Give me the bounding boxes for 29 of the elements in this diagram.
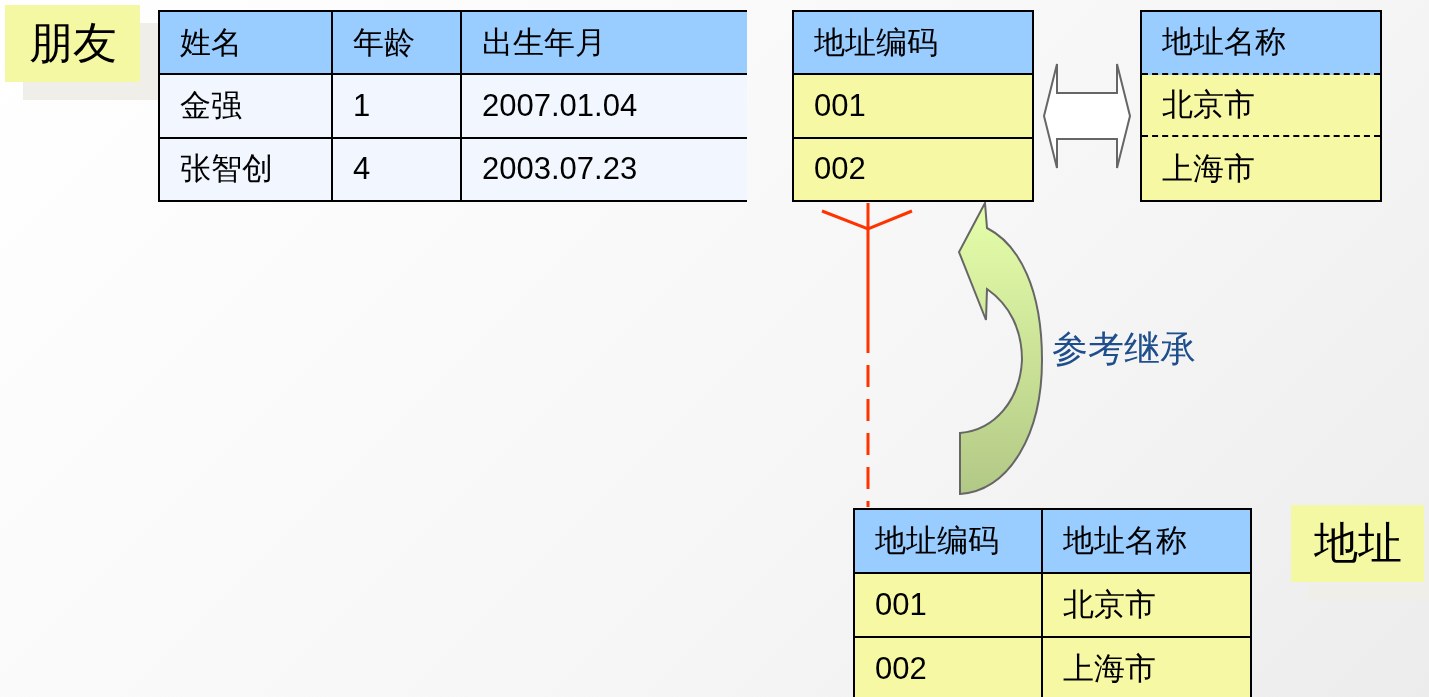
header-cell: 姓名: [160, 12, 331, 74]
table-cell: 002: [855, 638, 1041, 697]
data-table: [792, 10, 1034, 202]
table-cell: 金强: [160, 75, 331, 137]
data-table: [853, 508, 1252, 697]
header-cell: 地址名称: [1043, 510, 1250, 572]
table-cell: 张智创: [160, 138, 331, 200]
header-cell: 地址名称: [1142, 12, 1380, 75]
table-cell: 2003.07.23: [462, 138, 747, 200]
table-cell: 北京市: [1043, 574, 1250, 636]
table-cell: 2007.01.04: [462, 75, 747, 137]
table-cell: 001: [794, 75, 1032, 137]
header-cell: 地址编码: [794, 12, 1032, 74]
table-cell: 002: [794, 138, 1032, 200]
edge-label: 参考继承: [1052, 328, 1196, 371]
table-cell: 上海市: [1142, 137, 1380, 200]
crows-foot-line: [820, 203, 914, 507]
table-cell: 001: [855, 574, 1041, 636]
header-cell: 出生年月: [462, 12, 747, 74]
data-table: [1140, 10, 1382, 202]
table-cell: 上海市: [1043, 638, 1250, 697]
data-table: [158, 10, 747, 202]
double-arrow: [1042, 63, 1132, 169]
table-cell: 北京市: [1142, 74, 1380, 138]
table-cell: 4: [333, 138, 460, 200]
header-cell: 地址编码: [855, 510, 1041, 572]
header-cell: 年龄: [333, 12, 460, 74]
curved-arrow: [958, 202, 1043, 495]
table-cell: 1: [333, 75, 460, 137]
